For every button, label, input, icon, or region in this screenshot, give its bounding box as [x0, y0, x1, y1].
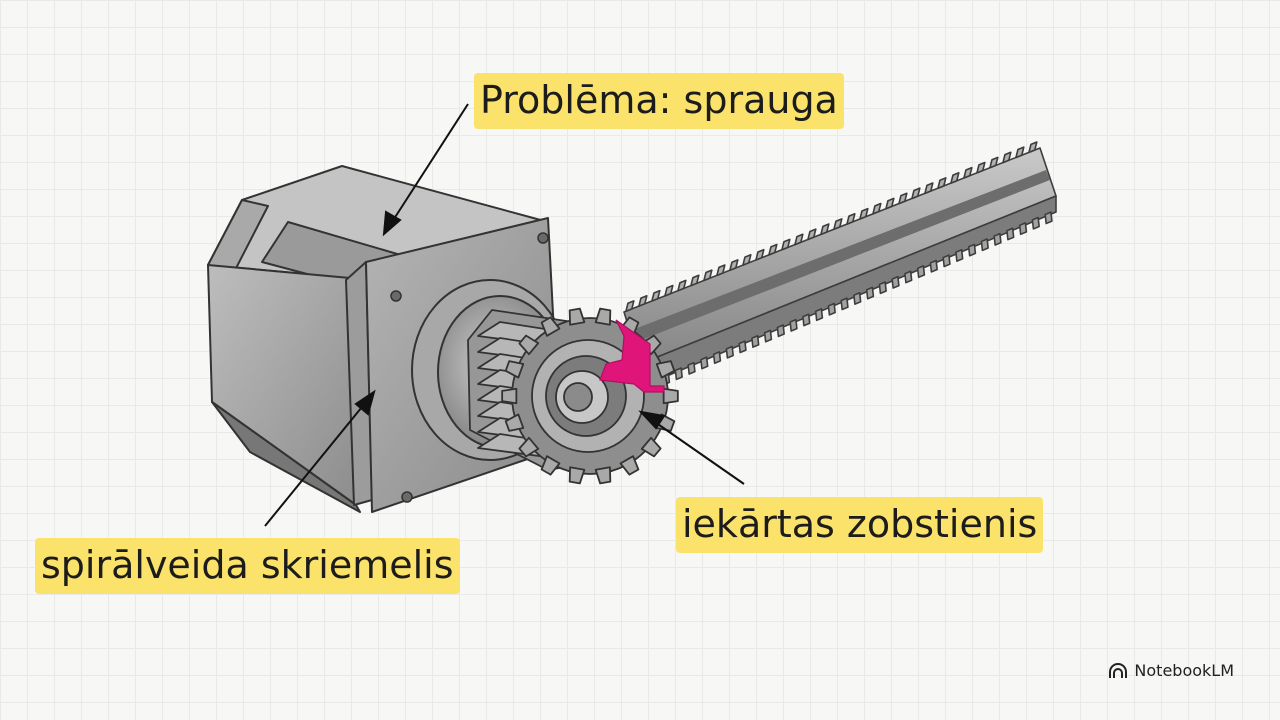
rack-tooth [729, 259, 739, 272]
gear-tooth [540, 455, 561, 476]
rack-tooth [703, 269, 713, 282]
callout-arrows [264, 103, 745, 527]
rack-tooth [989, 156, 999, 169]
rack-tooth [814, 308, 824, 322]
gear-tooth [568, 307, 586, 326]
rack-tooth [789, 318, 798, 332]
rack-tooth [1044, 211, 1053, 225]
notebooklm-logo-icon [1109, 662, 1128, 678]
rack-tooth [768, 243, 778, 256]
problem-arrow [382, 103, 469, 237]
rack-tooth [1018, 222, 1028, 236]
rack-tooth [872, 202, 882, 215]
brand-name: NotebookLM [1134, 661, 1234, 680]
rack-tooth [1028, 141, 1038, 154]
rack-tooth [885, 197, 895, 210]
rack-tooth [763, 329, 773, 343]
gear-tooth [504, 413, 525, 432]
gear-tooth [540, 316, 561, 337]
rack-tooth [638, 294, 648, 307]
rack-tooth [738, 340, 747, 354]
rack-tooth [942, 254, 951, 268]
rack-tooth [980, 238, 989, 252]
rack-tooth [976, 161, 986, 174]
gear-tooth [518, 334, 540, 356]
rack-arrow [638, 410, 745, 485]
rack-tooth [1002, 151, 1012, 164]
rack-tooth [937, 177, 947, 190]
gear-tooth [568, 466, 586, 485]
rack-tooth [1031, 216, 1040, 230]
rack-tooth [742, 254, 752, 266]
rack-tooth [911, 187, 921, 200]
rack-tooth [840, 297, 849, 311]
rack-tooth [967, 243, 977, 257]
rack-tooth [891, 275, 900, 289]
helical-pulley-label: spirālveida skriemelis [35, 538, 460, 594]
rack-tooth [674, 367, 683, 381]
gear-tooth [594, 466, 612, 485]
rack-tooth [859, 207, 869, 220]
rack-tooth [807, 228, 817, 241]
rack-tooth [950, 172, 960, 184]
gear-tooth [504, 360, 525, 379]
rack-tooth [865, 286, 875, 300]
gear-tooth [619, 455, 640, 476]
rack-tooth [924, 182, 934, 195]
rack-tooth [1006, 227, 1015, 241]
gear-tooth [594, 307, 612, 326]
rack-tooth [725, 345, 734, 359]
rack-tooth [651, 289, 661, 302]
rack-tooth [993, 232, 1002, 246]
rack-tooth [781, 238, 791, 251]
rack-tooth [833, 218, 843, 231]
rack-tooth [712, 351, 722, 365]
gap-highlight [599, 319, 665, 393]
helical-pulley-arrow [264, 389, 376, 527]
rack-tooth [625, 300, 635, 313]
rack-tooth [963, 166, 973, 179]
rack-tooth [716, 264, 726, 277]
rack-tooth [916, 265, 926, 279]
gear-tooth [501, 387, 518, 405]
gear-rack [623, 141, 1057, 391]
machine-rack-label: iekārtas zobstienis [676, 497, 1044, 553]
problem-gap-label: Problēma: sprauga [474, 73, 844, 129]
gear-tooth [640, 436, 662, 458]
rack-tooth [898, 192, 908, 205]
rack-tooth [687, 361, 696, 375]
notebooklm-brand: NotebookLM [1108, 661, 1234, 680]
rack-tooth [846, 213, 856, 225]
helical-pulley [467, 307, 679, 485]
gear-tooth [655, 360, 676, 379]
rack-tooth [878, 281, 887, 295]
gear-tooth [518, 436, 540, 458]
rack-tooth [677, 279, 687, 292]
rack-tooth [776, 324, 785, 338]
rack-tooth [853, 291, 862, 305]
rack-tooth [1015, 146, 1025, 159]
rack-tooth [690, 274, 700, 287]
mounting-screws [390, 232, 554, 503]
rack-tooth [929, 259, 938, 273]
gear-tooth [662, 387, 679, 405]
rack-tooth [955, 248, 964, 262]
rack-tooth [755, 248, 765, 261]
rack-tooth [751, 334, 760, 348]
rack-tooth [664, 284, 674, 297]
rack-tooth [802, 313, 811, 327]
rack-tooth [820, 223, 830, 236]
rack-tooth [700, 356, 709, 370]
rack-tooth [827, 302, 836, 316]
rack-tooth [794, 233, 804, 246]
rack-tooth [904, 270, 913, 284]
